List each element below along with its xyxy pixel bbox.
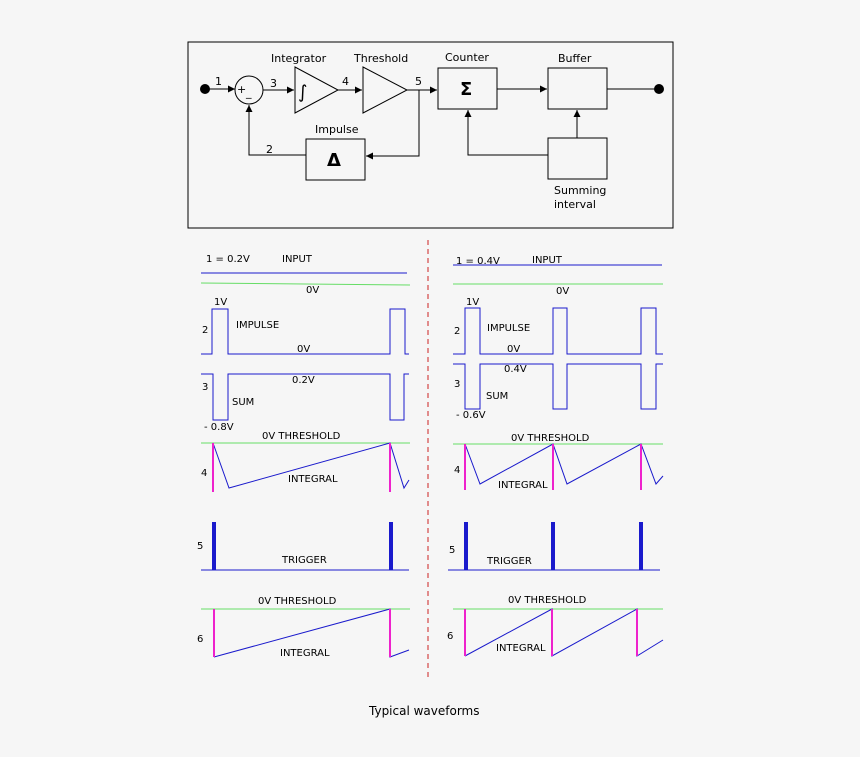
row-number-6-left: 6 — [197, 634, 203, 645]
right-impulse-high: 1V — [466, 297, 479, 308]
left-sum-high: 0.2V — [292, 375, 315, 386]
counter-symbol: Σ — [460, 79, 472, 100]
row-number-5-right: 5 — [449, 545, 455, 556]
left-input-label: INPUT — [282, 254, 313, 265]
right-integral-label: INTEGRAL — [498, 480, 548, 491]
left-impulse-trace — [201, 308, 409, 355]
left-trigger-label: TRIGGER — [281, 555, 327, 566]
left-sum-low: - 0.8V — [204, 422, 234, 433]
row-number-6-right: 6 — [447, 631, 453, 642]
right-integral-trace — [464, 443, 664, 485]
right-waveforms: 1 = 0.4V INPUT 0V 2 1V IMPULSE 0V 3 0.4V… — [447, 255, 664, 657]
right-input-zero: 0V — [556, 286, 569, 297]
figure-caption: Typical waveforms — [368, 704, 480, 718]
right-impulse-label: IMPULSE — [487, 323, 530, 334]
integrator-symbol: ∫ — [298, 82, 307, 103]
counter-title: Counter — [445, 51, 489, 64]
node-4-label: 4 — [342, 75, 349, 88]
node-5-label: 5 — [415, 75, 422, 88]
impulse-title: Impulse — [315, 123, 359, 136]
left-threshold2-label: 0V THRESHOLD — [258, 596, 337, 607]
integrator-triangle — [294, 66, 340, 114]
row-number-2-left: 2 — [202, 325, 208, 336]
row-number-2-right: 2 — [454, 326, 460, 337]
summing-interval-box — [547, 137, 608, 180]
row-number-3-left: 3 — [202, 382, 208, 393]
node-3-label: 3 — [270, 77, 277, 90]
left-impulse-high: 1V — [214, 297, 227, 308]
right-sum-trace — [453, 363, 663, 410]
impulse-feedback-wire — [245, 105, 306, 156]
row-number-5-left: 5 — [197, 541, 203, 552]
impulse-symbol: Δ — [327, 150, 341, 171]
block-diagram: 1 + _ 3 Integrator ∫ 4 Threshold 5 Count… — [187, 41, 674, 229]
row-number-4-right: 4 — [454, 465, 460, 476]
left-input-zero-line — [200, 282, 411, 286]
left-input-zero: 0V — [306, 285, 319, 296]
threshold-triangle — [362, 66, 409, 114]
counter-box — [437, 67, 498, 110]
threshold-title: Threshold — [353, 52, 408, 65]
left-integral2-label: INTEGRAL — [280, 648, 330, 659]
node-1-label: 1 — [215, 75, 222, 88]
right-input-label: INPUT — [532, 255, 563, 266]
summing-interval-line1: Summing — [554, 184, 606, 197]
buffer-title: Buffer — [558, 52, 592, 65]
right-sum-label: SUM — [486, 391, 508, 402]
right-sum-high: 0.4V — [504, 364, 527, 375]
left-sum-label: SUM — [232, 397, 254, 408]
impulse-box — [305, 138, 366, 181]
right-integral2-label: INTEGRAL — [496, 643, 546, 654]
output-terminal — [654, 84, 664, 94]
right-impulse-zero: 0V — [507, 344, 520, 355]
summer-minus: _ — [245, 86, 252, 99]
right-threshold-label: 0V THRESHOLD — [511, 433, 590, 444]
row-number-3-right: 3 — [454, 379, 460, 390]
left-input-value: 1 = 0.2V — [206, 254, 250, 265]
left-threshold-label: 0V THRESHOLD — [262, 431, 341, 442]
left-impulse-zero: 0V — [297, 344, 310, 355]
left-waveforms: 1 = 0.2V INPUT 0V 2 1V IMPULSE 0V 3 0.2V… — [197, 254, 411, 659]
threshold-to-impulse-wire — [366, 90, 420, 160]
buffer-box — [547, 67, 608, 110]
summing-interval-line2: interval — [554, 198, 596, 211]
left-integral-label: INTEGRAL — [288, 474, 338, 485]
right-integral2-trace — [464, 608, 664, 657]
summer-plus: + — [237, 83, 246, 96]
node-2-label: 2 — [266, 143, 273, 156]
left-sum-trace — [201, 373, 409, 421]
right-trigger-label: TRIGGER — [486, 556, 532, 567]
row-number-4-left: 4 — [201, 468, 207, 479]
integrator-title: Integrator — [271, 52, 327, 65]
right-input-value: 1 = 0.4V — [456, 256, 500, 267]
left-impulse-label: IMPULSE — [236, 320, 279, 331]
interval-to-counter-wire — [464, 110, 548, 156]
right-impulse-trace — [453, 307, 663, 355]
right-threshold2-label: 0V THRESHOLD — [508, 595, 587, 606]
right-sum-low: - 0.6V — [456, 410, 486, 421]
